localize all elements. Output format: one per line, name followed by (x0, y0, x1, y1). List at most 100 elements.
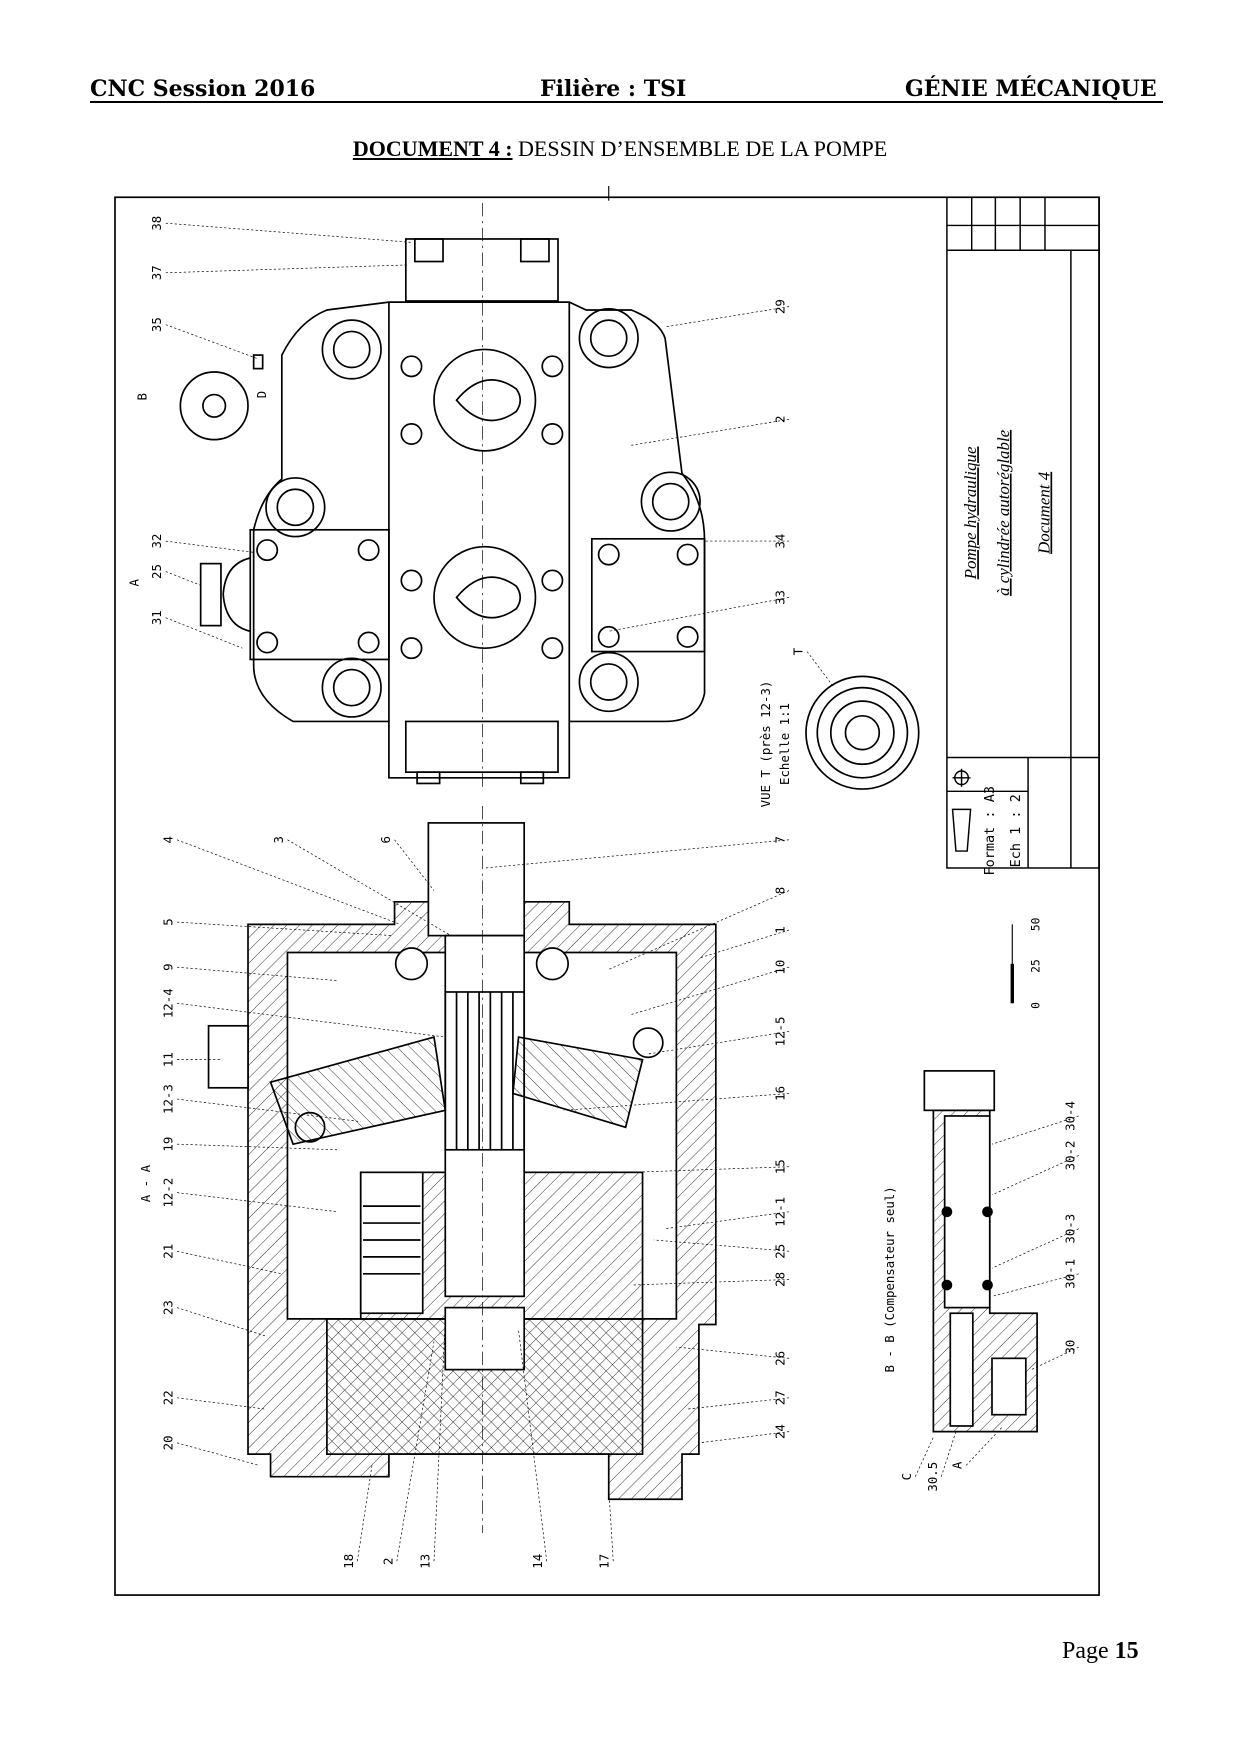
section-part-label: 1 (773, 926, 788, 933)
bb-part-label: 30-1 (1062, 1259, 1077, 1289)
section-part-label: 11 (160, 1052, 175, 1067)
section-part-label: 6 (378, 836, 393, 843)
title-block (946, 196, 1100, 869)
top-view-part-label: Echelle 1:1 (777, 703, 792, 785)
leader-line (648, 1031, 790, 1055)
leader-line (176, 839, 401, 925)
section-part-label: 12-1 (773, 1197, 788, 1227)
section-part-label: 25 (773, 1244, 788, 1259)
section-part-label: 21 (160, 1244, 175, 1259)
scale-tick-50: 50 (1029, 917, 1042, 931)
bb-part-label: B - B (Compensateur seul) (882, 1186, 897, 1372)
section-part-label: 7 (773, 836, 788, 843)
section-part-label: 14 (530, 1554, 545, 1569)
title-block-text: Pompe hydraulique à cylindrée autoréglab… (961, 429, 1053, 596)
leader-line (653, 1239, 790, 1252)
leader-line (608, 890, 790, 970)
document-label: DOCUMENT 4 : (352, 136, 513, 161)
section-part-label: 5 (160, 918, 175, 925)
format-label: Format : A3 (982, 786, 998, 876)
section-part-label: 12-2 (160, 1178, 175, 1208)
section-part-label: 24 (773, 1424, 788, 1439)
header-subject: GÉNIE MÉCANIQUE (905, 76, 1157, 102)
header-filiere: Filière : TSI (540, 76, 687, 102)
section-part-label: 28 (773, 1272, 788, 1287)
scale-tick-0: 0 (1029, 1002, 1042, 1009)
leader-line (518, 1330, 548, 1562)
bb-part-label: 30 (1062, 1340, 1077, 1355)
scale-label: Ech 1 : 2 (1008, 794, 1024, 867)
leader-line (806, 651, 835, 688)
top-view (179, 202, 920, 790)
leader-line (940, 1431, 957, 1477)
page-footer: Page 15 (1062, 1638, 1139, 1665)
leader-line (965, 1425, 1004, 1466)
title-line-3: Document 4 (1034, 471, 1053, 555)
leader-line (165, 222, 412, 243)
leader-line (394, 839, 435, 891)
page-number: 15 (1114, 1638, 1139, 1664)
top-view-part-label: T (791, 647, 806, 655)
section-part-label: 19 (160, 1137, 175, 1152)
leader-line (631, 1279, 790, 1286)
section-part-label: 17 (597, 1554, 612, 1569)
top-view-part-label: B (135, 393, 150, 400)
leader-line (698, 929, 790, 959)
top-view-part-label: 29 (773, 299, 788, 314)
top-view-part-label: 35 (149, 317, 164, 332)
section-part-label: 27 (773, 1390, 788, 1405)
section-part-label: 10 (773, 960, 788, 975)
bb-part-label: 30.5 (925, 1462, 940, 1492)
top-view-part-label: 31 (149, 610, 164, 625)
top-view-part-label: 38 (149, 216, 164, 231)
top-view-part-label: 32 (149, 534, 164, 549)
section-part-label: 22 (160, 1390, 175, 1405)
section-part-label: 12-5 (773, 1017, 788, 1047)
bb-part-label: C (899, 1473, 914, 1480)
leader-line (991, 1115, 1079, 1145)
top-view-part-label: A (127, 579, 142, 587)
leader-line (665, 306, 790, 328)
leader-line (484, 839, 790, 869)
top-view-part-label: VUE T (près 12-3) (758, 681, 773, 808)
section-part-label: 4 (160, 836, 175, 843)
section-part-label: 23 (160, 1300, 175, 1315)
leader-line (165, 617, 243, 649)
leader-line (357, 1465, 373, 1562)
leader-line (165, 540, 254, 553)
section-part-label: 2 (380, 1558, 395, 1565)
section-part-label: 18 (341, 1554, 356, 1569)
leader-line (176, 1397, 265, 1410)
scale-tick-25: 25 (1029, 959, 1042, 973)
section-a-a (207, 805, 717, 1534)
section-part-label: 15 (773, 1159, 788, 1174)
section-part-label: 26 (773, 1351, 788, 1366)
leader-line (165, 324, 258, 359)
leader-line (396, 1341, 435, 1562)
leader-line (631, 1166, 790, 1173)
leader-line (631, 419, 790, 446)
section-part-label: 13 (417, 1554, 432, 1569)
top-view-part-label: 34 (773, 534, 788, 549)
top-view-part-label: 2 (773, 416, 788, 423)
section-part-label: 20 (160, 1435, 175, 1450)
leader-line (991, 1273, 1079, 1297)
leader-line (176, 1192, 339, 1213)
leader-line (608, 1487, 614, 1562)
top-view-part-label: 25 (149, 564, 164, 579)
leader-line (176, 1442, 260, 1466)
section-part-label: 3 (271, 836, 286, 843)
leader-line (165, 264, 409, 274)
bb-part-label: 30-4 (1062, 1101, 1077, 1131)
bb-part-label: A (950, 1461, 965, 1469)
bb-part-label: 30-2 (1062, 1141, 1077, 1171)
leader-line (563, 1093, 790, 1111)
leader-line (287, 839, 452, 936)
leader-line (176, 1307, 266, 1337)
section-part-label: 12-4 (160, 988, 175, 1018)
leader-line (915, 1437, 934, 1477)
leader-line (608, 597, 790, 632)
title-line-1: Pompe hydraulique (961, 446, 980, 580)
